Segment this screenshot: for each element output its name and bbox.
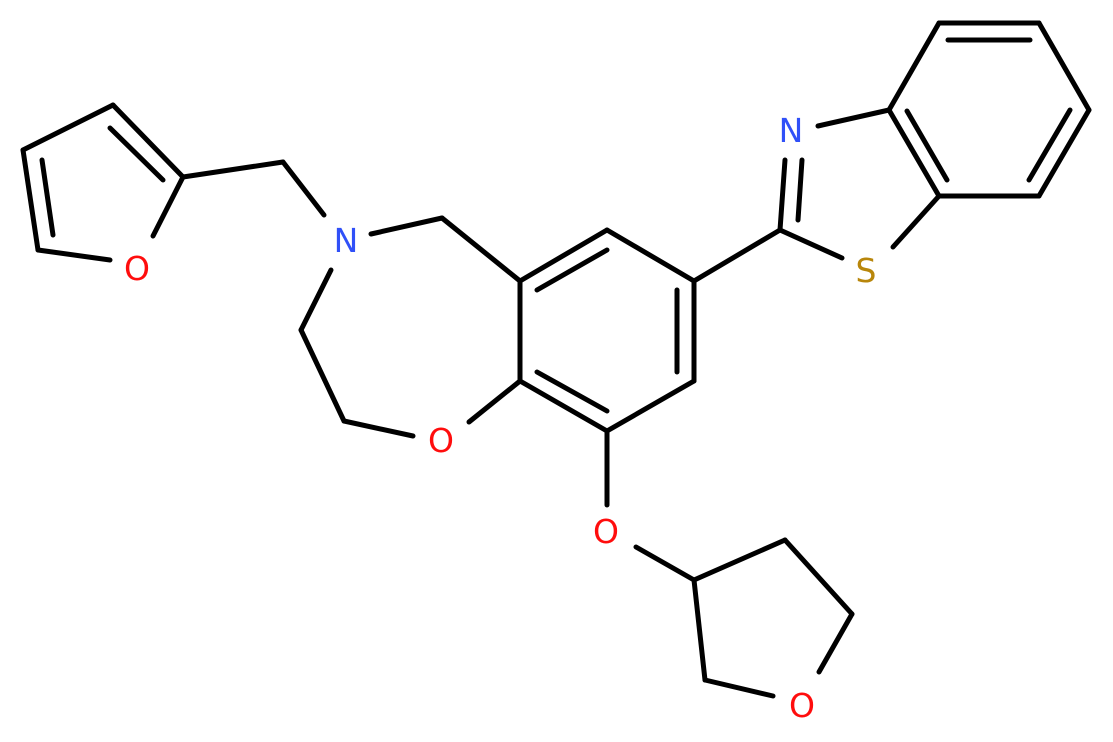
oxolane-oxygen-label: O xyxy=(789,686,815,725)
thiazole-nitrogen-label: N xyxy=(779,111,804,150)
bonds xyxy=(20,20,1092,699)
oxazepine-oxygen-label: O xyxy=(428,421,454,460)
thiazole-sulfur-label: S xyxy=(856,251,877,290)
amine-nitrogen-label: N xyxy=(334,221,359,260)
furan-oxygen-label: O xyxy=(124,249,150,288)
ether-oxygen-label: O xyxy=(593,512,619,551)
